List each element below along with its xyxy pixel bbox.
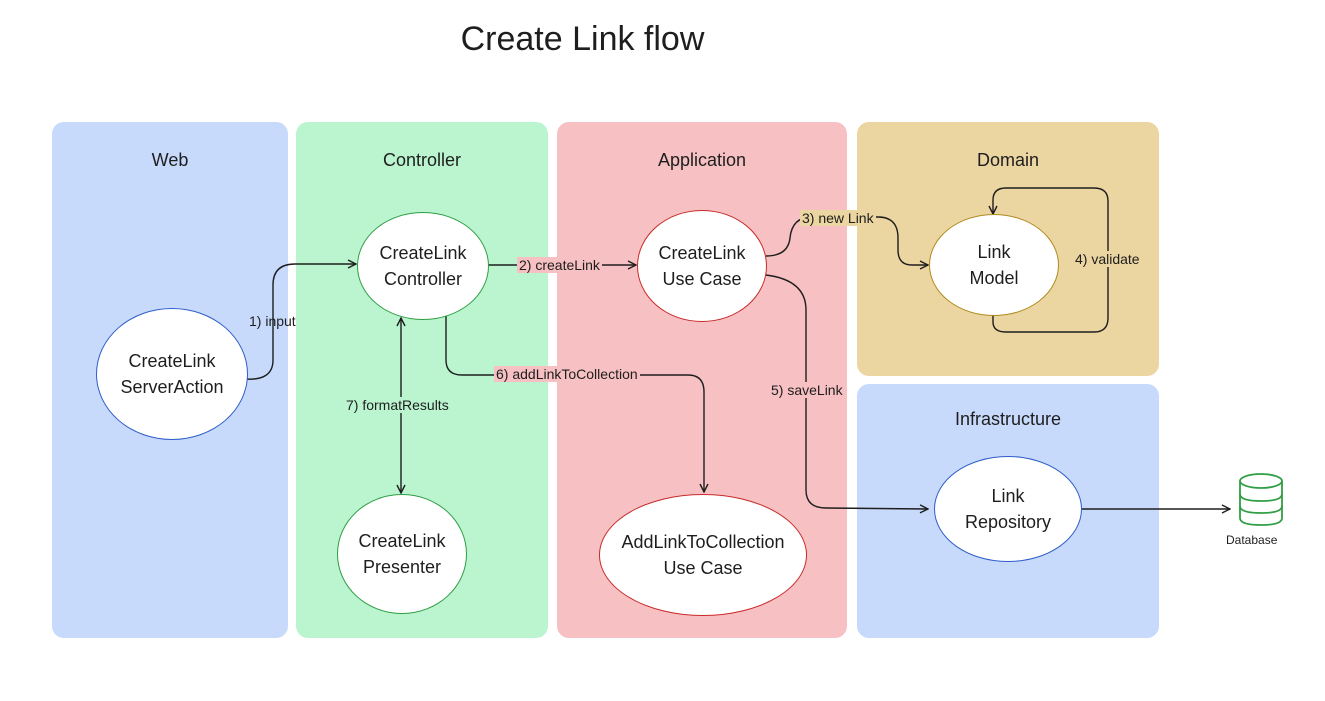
database-icon bbox=[1237, 472, 1287, 533]
node-line-2: Controller bbox=[383, 269, 463, 289]
database-label: Database bbox=[1226, 533, 1278, 547]
node-line-2: Repository bbox=[964, 512, 1052, 532]
node-line-2: Model bbox=[969, 268, 1019, 288]
node-create-link-presenter: CreateLink Presenter bbox=[337, 494, 467, 614]
node-create-link-controller: CreateLink Controller bbox=[357, 212, 489, 320]
node-line-2: Presenter bbox=[362, 557, 442, 577]
node-line-1: AddLinkToCollection bbox=[621, 532, 785, 552]
edge-label-validate: 4) validate bbox=[1073, 251, 1142, 267]
panel-domain-title: Domain bbox=[976, 150, 1040, 170]
panel-web-title: Web bbox=[151, 150, 189, 170]
diagram-title: Create Link flow bbox=[460, 20, 705, 58]
node-add-link-to-collection-use-case: AddLinkToCollection Use Case bbox=[599, 494, 807, 616]
node-line-1: CreateLink bbox=[358, 531, 446, 551]
node-create-link-server-action: CreateLink ServerAction bbox=[96, 308, 248, 440]
edge-label-new-link: 3) new Link bbox=[800, 210, 876, 226]
edge-label-input: 1) input bbox=[249, 313, 296, 329]
node-line-1: Link bbox=[977, 242, 1011, 262]
panel-application-title: Application bbox=[657, 150, 747, 170]
node-link-model: Link Model bbox=[929, 214, 1059, 316]
edge-label-add-link: 6) addLinkToCollection bbox=[494, 366, 640, 382]
node-create-link-use-case: CreateLink Use Case bbox=[637, 210, 767, 322]
panel-controller-title: Controller bbox=[382, 150, 462, 170]
edge-label-create-link: 2) createLink bbox=[517, 257, 602, 273]
node-line-1: CreateLink bbox=[128, 351, 216, 371]
node-line-2: Use Case bbox=[663, 558, 743, 578]
node-line-2: Use Case bbox=[662, 269, 742, 289]
node-line-1: CreateLink bbox=[658, 243, 746, 263]
node-line-1: Link bbox=[991, 486, 1025, 506]
node-link-repository: Link Repository bbox=[934, 456, 1082, 562]
node-line-2: ServerAction bbox=[120, 377, 224, 397]
panel-infrastructure-title: Infrastructure bbox=[954, 409, 1062, 429]
edge-label-save-link: 5) saveLink bbox=[769, 382, 845, 398]
edge-label-format-results: 7) formatResults bbox=[344, 397, 451, 413]
node-line-1: CreateLink bbox=[379, 243, 467, 263]
